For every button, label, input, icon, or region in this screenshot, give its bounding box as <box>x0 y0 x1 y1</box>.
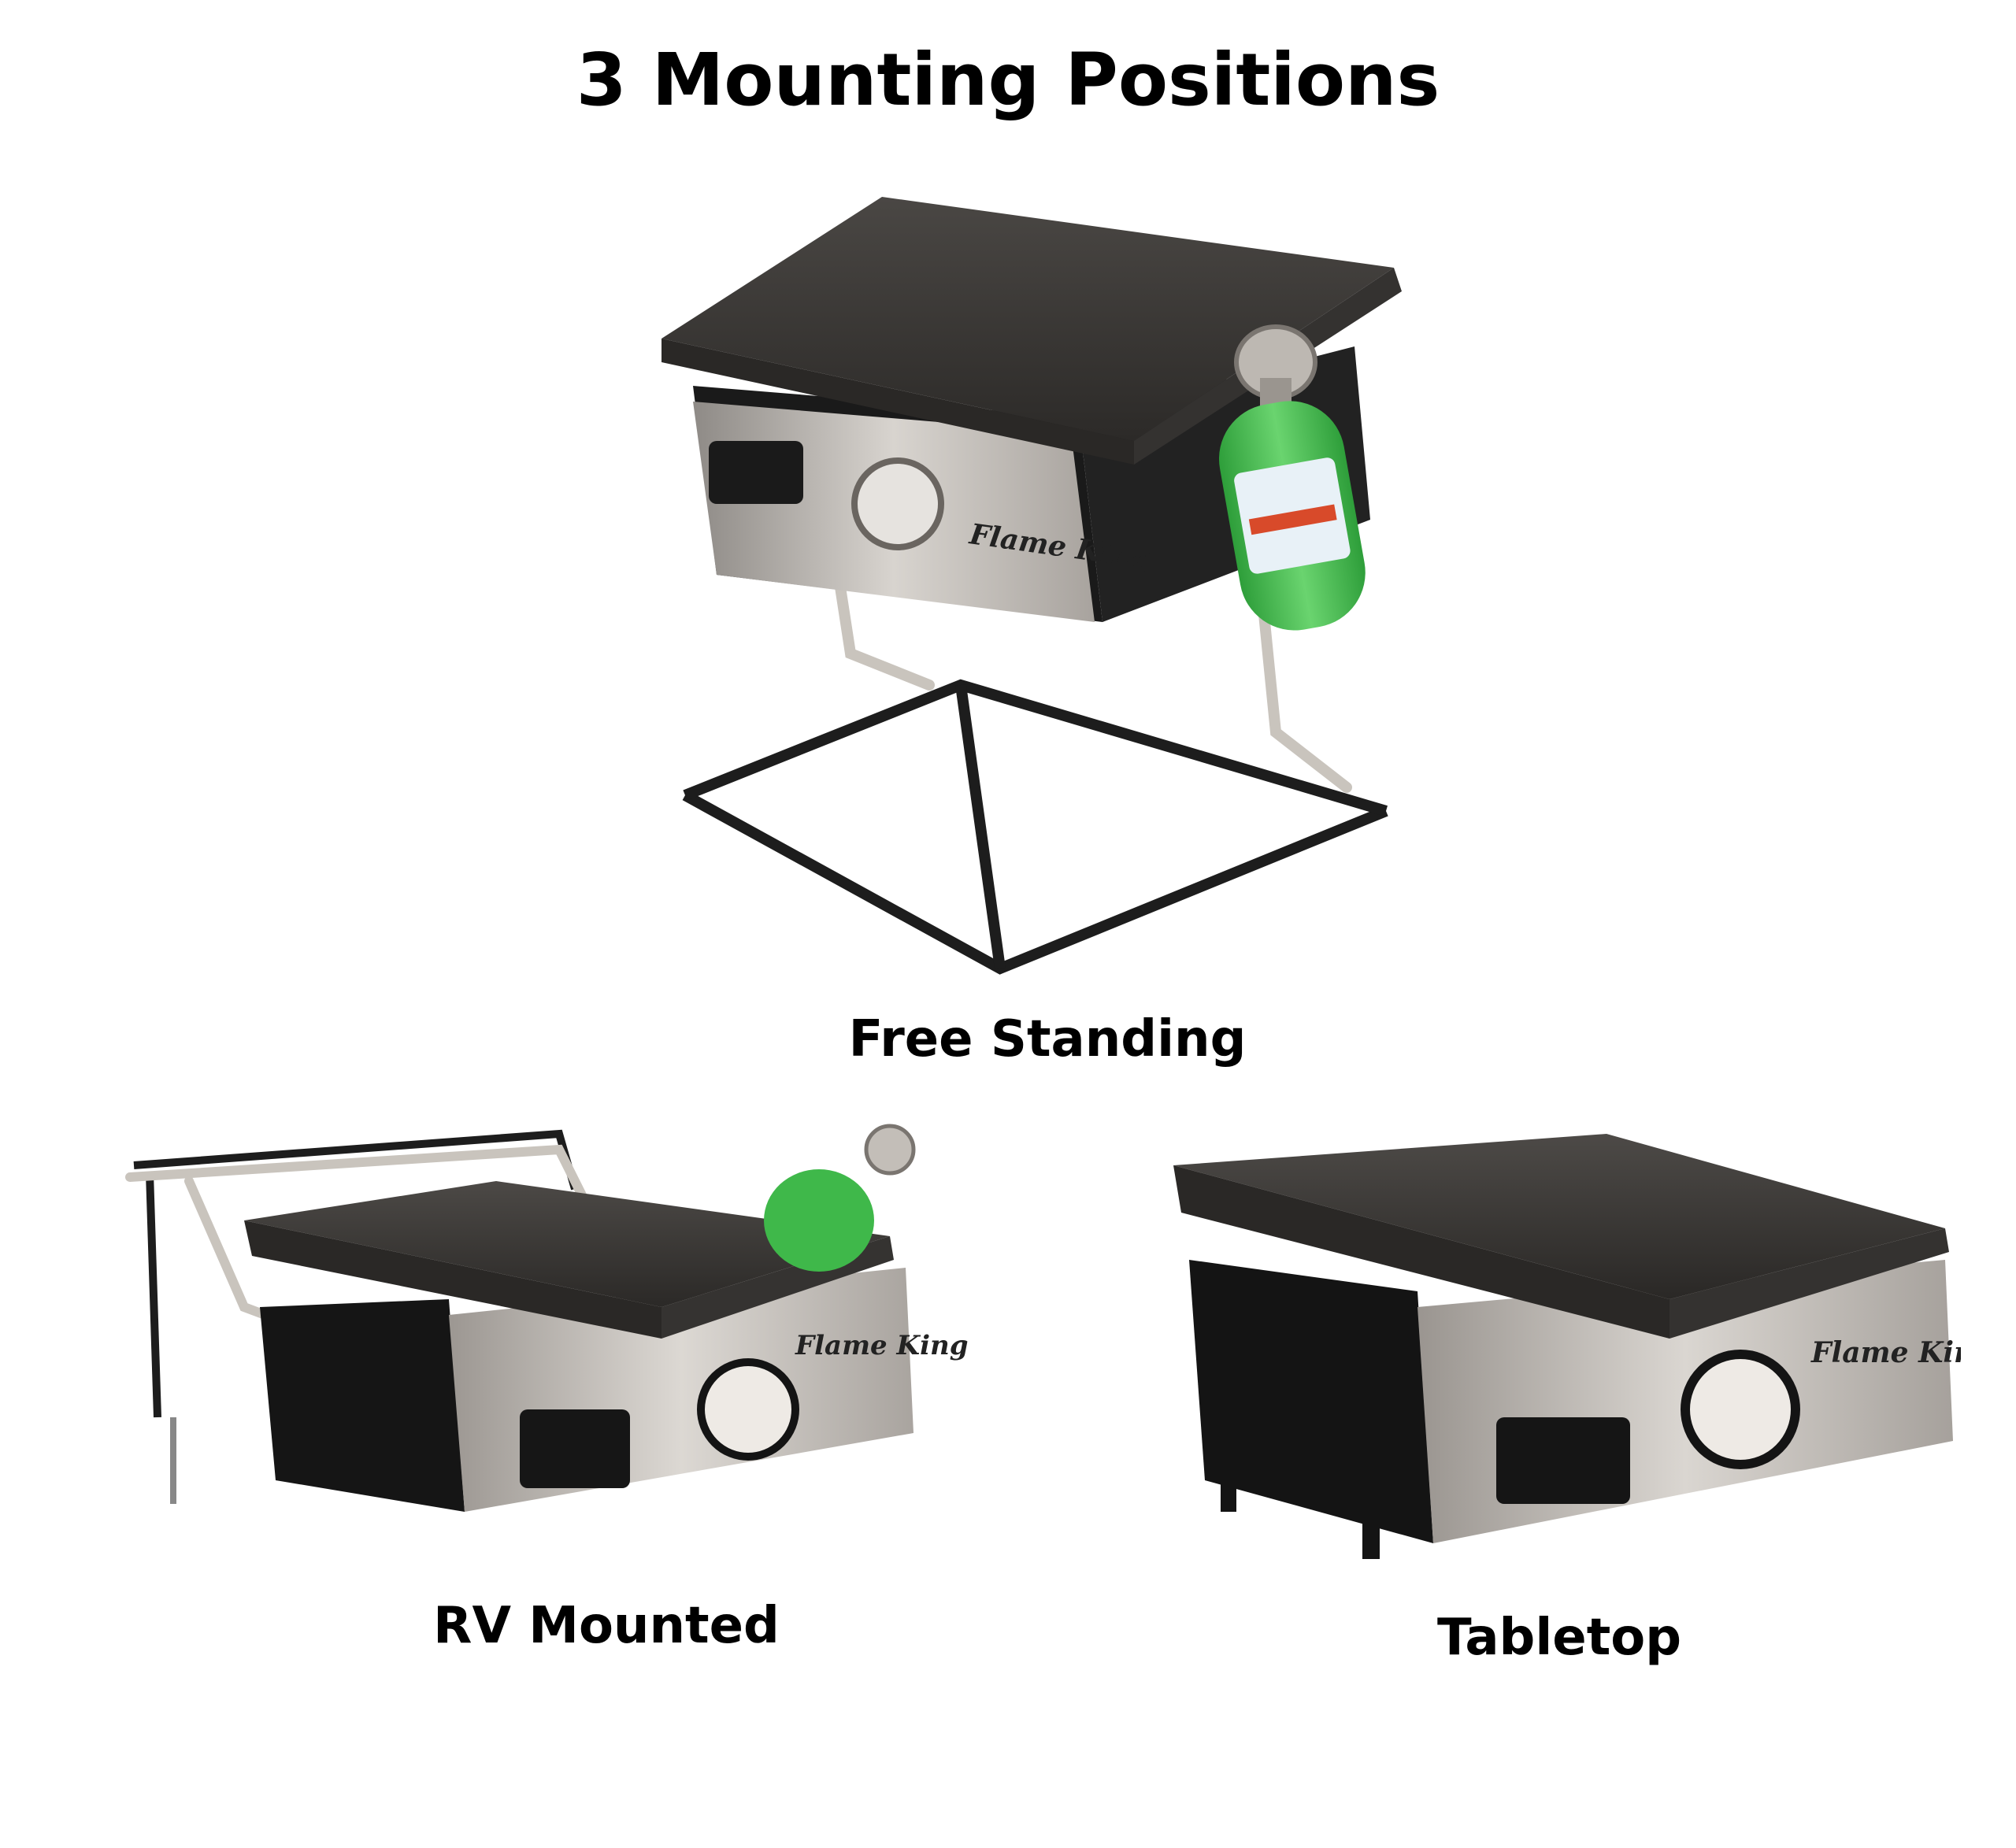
caption-free-standing: Free Standing <box>848 1010 1247 1068</box>
griddle-tabletop-photo: Flame King <box>1173 1134 1961 1559</box>
griddle-free-standing-photo: Flame King <box>662 197 1402 975</box>
caption-tabletop: Tabletop <box>1436 1609 1682 1667</box>
griddle-rv-mounted-photo: Flame King <box>125 1124 969 1512</box>
caption-rv-mounted: RV Mounted <box>433 1597 780 1655</box>
page-title: 3 Mounting Positions <box>576 38 1440 122</box>
brand-logo: Flame King <box>1810 1336 1961 1369</box>
stand-frame <box>682 679 1388 975</box>
brand-logo: Flame King <box>795 1330 969 1361</box>
